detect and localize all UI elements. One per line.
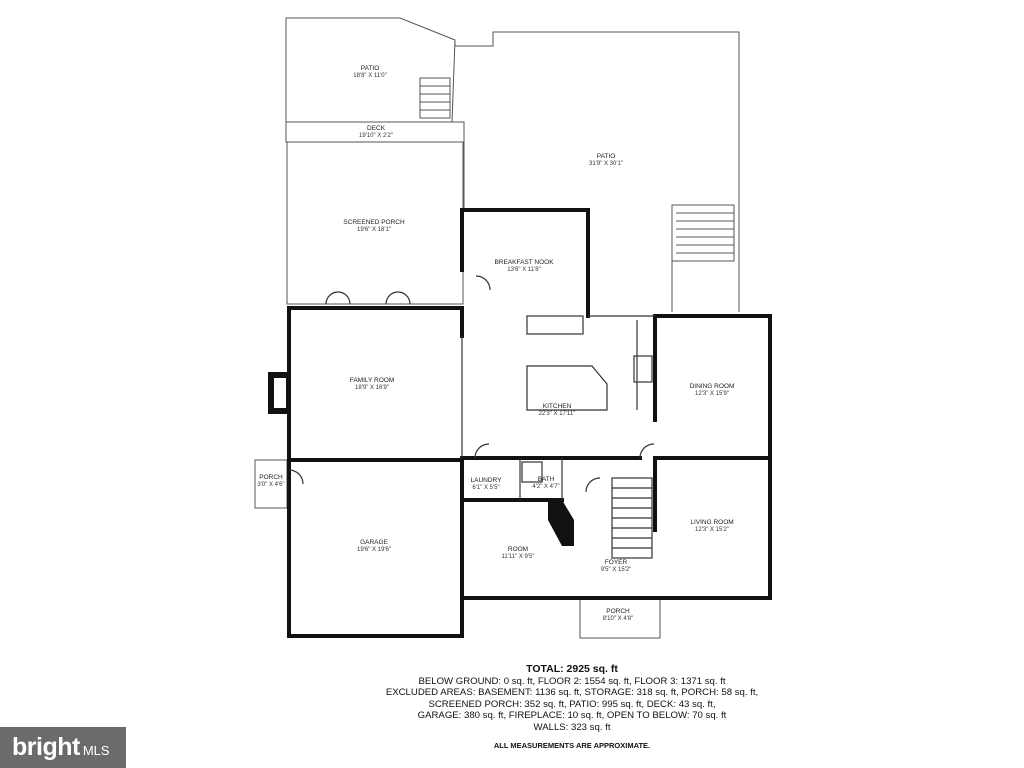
bath-name: BATH	[538, 476, 555, 483]
porch-front-dims: 8'10" X 4'8"	[603, 616, 634, 622]
measurement-note: ALL MEASUREMENTS ARE APPROXIMATE.	[493, 740, 651, 750]
breakfast-nook-dims: 13'6" X 11'8"	[507, 267, 540, 273]
watermark-suffix: MLS	[82, 743, 110, 758]
summary-line: SCREENED PORCH: 352 sq. ft, PATIO: 995 s…	[428, 698, 716, 710]
family-room-name: FAMILY ROOM	[350, 377, 395, 384]
living-room-dims: 12'3" X 15'2"	[695, 527, 729, 533]
screened-porch-name: SCREENED PORCH	[343, 219, 405, 226]
deck-name: DECK	[367, 125, 386, 132]
laundry-name: LAUNDRY	[471, 477, 503, 484]
laundry-dims: 6'1" X 5'5"	[472, 485, 499, 491]
patio-small-dims: 18'8" X 11'0"	[353, 73, 386, 79]
living-room-name: LIVING ROOM	[690, 519, 733, 526]
family-room-dims: 18'9" X 16'9"	[355, 385, 389, 391]
garage-name: GARAGE	[360, 539, 388, 546]
patio-large-dims: 31'9" X 30'1"	[589, 161, 623, 167]
brightmls-watermark: bright MLS	[0, 727, 126, 768]
summary-line: WALLS: 323 sq. ft	[533, 721, 611, 733]
fireplace	[268, 372, 289, 414]
dining-room-dims: 12'3" X 15'9"	[695, 391, 729, 397]
screened-porch-dims: 19'6" X 18'1"	[357, 227, 391, 233]
foyer-dims: 9'5" X 15'2"	[601, 567, 632, 573]
kitchen-dims: 22'3" X 17'11"	[539, 411, 576, 417]
garage-dims: 19'6" X 19'6"	[357, 547, 391, 553]
room-name: ROOM	[508, 546, 528, 553]
dining-room-name: DINING ROOM	[690, 383, 735, 390]
porch-front-name: PORCH	[606, 608, 630, 615]
watermark-brand: bright	[12, 733, 80, 761]
patio-large-name: PATIO	[597, 153, 616, 160]
total-area: TOTAL: 2925 sq. ft	[526, 663, 618, 675]
kitchen-name: KITCHEN	[543, 403, 572, 410]
bath-dims: 4'2" X 4'7"	[532, 484, 559, 490]
room-dims: 11'11" X 9'5"	[501, 554, 534, 560]
porch-side-name: PORCH	[259, 474, 283, 481]
foyer-name: FOYER	[605, 559, 628, 566]
summary-line: EXCLUDED AREAS: BASEMENT: 1136 sq. ft, S…	[385, 687, 759, 699]
walls	[287, 208, 772, 638]
outdoor-outlines	[254, 17, 740, 639]
interior-lines	[288, 275, 655, 559]
area-summary: TOTAL: 2925 sq. ft BELOW GROUND: 0 sq. f…	[262, 663, 882, 751]
patio-small-name: PATIO	[361, 65, 380, 72]
breakfast-nook-name: BREAKFAST NOOK	[494, 259, 554, 266]
room-labels: PATIO 18'8" X 11'0" PATIO 31'9" X 30'1" …	[257, 65, 734, 622]
wall-chase	[548, 500, 574, 546]
summary-line: GARAGE: 380 sq. ft, FIREPLACE: 10 sq. ft…	[417, 710, 727, 722]
summary-line: BELOW GROUND: 0 sq. ft, FLOOR 2: 1554 sq…	[418, 675, 726, 687]
deck-dims: 19'10" X 2'2"	[359, 133, 393, 139]
porch-side-dims: 3'0" X 4'6"	[257, 482, 284, 488]
